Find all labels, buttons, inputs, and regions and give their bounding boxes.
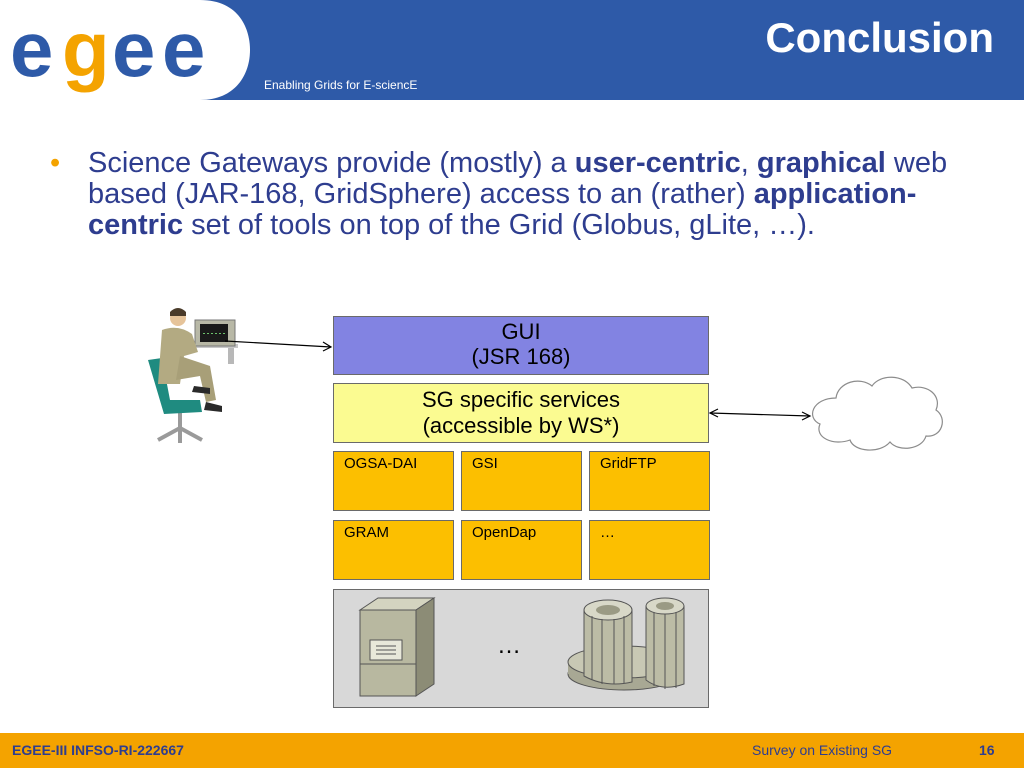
service-more: … (589, 520, 710, 580)
gui-label: GUI (501, 319, 541, 344)
bullet-bold-application-centric: application-centric (88, 178, 917, 241)
server-icon (358, 597, 436, 697)
service-gridftp: GridFTP (589, 451, 710, 511)
resources-more-label: … (497, 632, 521, 659)
cloud-icon (811, 376, 943, 451)
gui-box: GUI (JSR 168) (333, 316, 709, 375)
bullet-segment: set of tools on top of the Grid (Globus,… (183, 209, 815, 241)
user-computer-icon (148, 308, 238, 443)
service-opendap: OpenDap (461, 520, 582, 580)
egee-logo: e g e e (0, 0, 250, 100)
service-gsi: GSI (461, 451, 582, 511)
egee-logo-icon: e g e e (0, 0, 250, 100)
bullet-bold-graphical: graphical (756, 147, 886, 179)
bullet-point: • Science Gateways provide (mostly) a us… (50, 148, 980, 241)
sg-services-sublabel: (accessible by WS*) (422, 413, 620, 438)
svg-text:e: e (112, 5, 155, 93)
slide-title: Conclusion (765, 14, 994, 61)
svg-text:g: g (62, 5, 110, 93)
storage-cluster-icon (567, 597, 685, 691)
tagline: Enabling Grids for E-sciencE (264, 78, 418, 92)
bullet-icon: • (50, 147, 61, 179)
sg-services-box: SG specific services (accessible by WS*) (333, 383, 709, 443)
svg-text:e: e (10, 5, 53, 93)
bullet-text: Science Gateways provide (mostly) a user… (88, 148, 980, 241)
arrow-user-to-gui (225, 340, 333, 352)
slide-footer: EGEE-III INFSO-RI-222667 Survey on Exist… (0, 733, 1024, 768)
service-ogsa-dai: OGSA-DAI (333, 451, 454, 511)
footer-presentation-title: Survey on Existing SG (752, 742, 893, 758)
gui-sublabel: (JSR 168) (471, 344, 571, 369)
arrow-sg-to-cloud (708, 408, 812, 421)
footer-project-id: EGEE-III INFSO-RI-222667 (12, 742, 184, 758)
bullet-segment: , (740, 147, 757, 179)
footer-page-number: 16 (979, 742, 995, 758)
svg-text:e: e (162, 5, 205, 93)
slide-header: e g e e Conclusion Enabling Grids for E-… (0, 0, 1024, 100)
bullet-bold-user-centric: user-centric (574, 147, 741, 179)
bullet-segment: web based (JAR-168, GridSphere) access t… (88, 147, 948, 210)
service-gram: GRAM (333, 520, 454, 580)
bullet-segment: Science Gateways provide (mostly) a (88, 147, 575, 179)
sg-services-label: SG specific services (421, 387, 621, 412)
